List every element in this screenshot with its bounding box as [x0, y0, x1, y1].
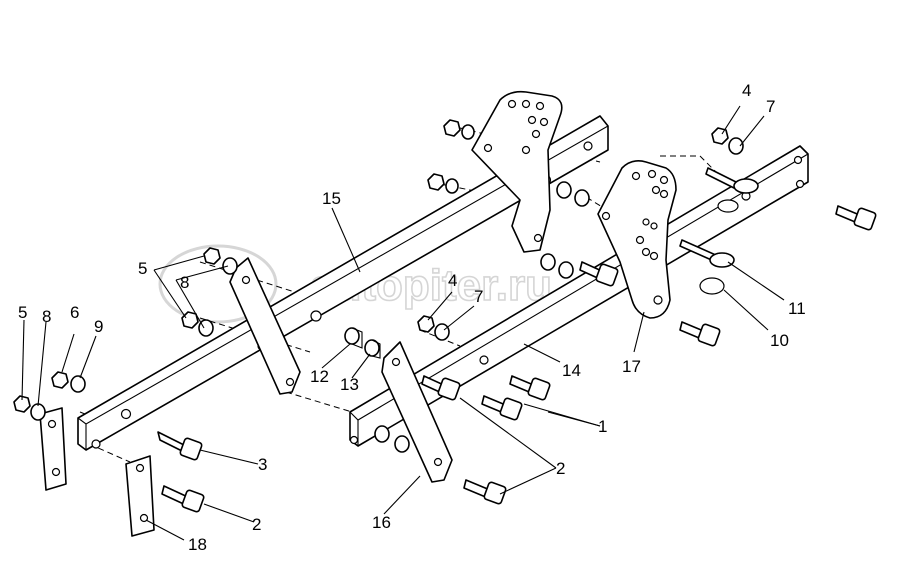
plate-16 — [381, 341, 453, 483]
bolt-1-b — [481, 395, 523, 421]
callout-7-center: 7 — [474, 287, 483, 306]
callout-17: 17 — [622, 357, 641, 376]
callout-2-left: 2 — [252, 515, 261, 534]
callout-10: 10 — [770, 331, 789, 350]
callout-9: 9 — [94, 317, 103, 336]
callout-11: 11 — [788, 299, 806, 318]
callout-13: 13 — [340, 375, 359, 394]
bolt-2-left — [161, 485, 205, 513]
bracket-17 — [597, 160, 677, 319]
plate-left-back — [39, 407, 67, 491]
callout-5-left: 5 — [18, 303, 27, 322]
callout-15: 15 — [322, 189, 341, 208]
pin-upper — [705, 167, 759, 213]
leader-lines — [21, 105, 785, 541]
callout-7-upper: 7 — [766, 97, 775, 116]
pin-11 — [679, 239, 735, 268]
bolt-2-center — [463, 479, 507, 505]
callout-1: 1 — [598, 417, 607, 436]
callout-14: 14 — [562, 361, 581, 380]
bushing-pair-lower — [374, 425, 410, 453]
bushing-12 — [344, 327, 363, 349]
bolt-3 — [157, 431, 203, 461]
callout-2-center: 2 — [556, 459, 565, 478]
callout-8-left: 8 — [42, 307, 51, 326]
callout-4-upper: 4 — [742, 81, 751, 100]
callout-3: 3 — [258, 455, 267, 474]
bolt-center-upper — [579, 261, 619, 287]
callout-6: 6 — [70, 303, 79, 322]
spacer-13 — [364, 339, 381, 359]
bolt-1-c — [421, 375, 461, 401]
nuts-washers — [13, 119, 744, 421]
bracket-upper-left — [471, 90, 563, 253]
bushing-pair-upper — [540, 181, 590, 279]
plate-18 — [125, 455, 155, 537]
bolt-right-lower — [679, 321, 721, 347]
callout-18: 18 — [188, 535, 207, 554]
callouts: 1 2 2 3 4 4 5 5 6 7 7 8 8 9 10 11 12 13 … — [18, 81, 806, 554]
callout-16: 16 — [372, 513, 391, 532]
callout-5-mid: 5 — [138, 259, 147, 278]
bolt-1-a — [509, 375, 551, 401]
callout-4-center: 4 — [448, 271, 457, 290]
bolt-right-upper — [835, 205, 877, 231]
callout-12: 12 — [310, 367, 329, 386]
ring-10 — [699, 277, 725, 295]
callout-8-mid: 8 — [180, 273, 189, 292]
plate-upright-mid — [229, 257, 301, 395]
